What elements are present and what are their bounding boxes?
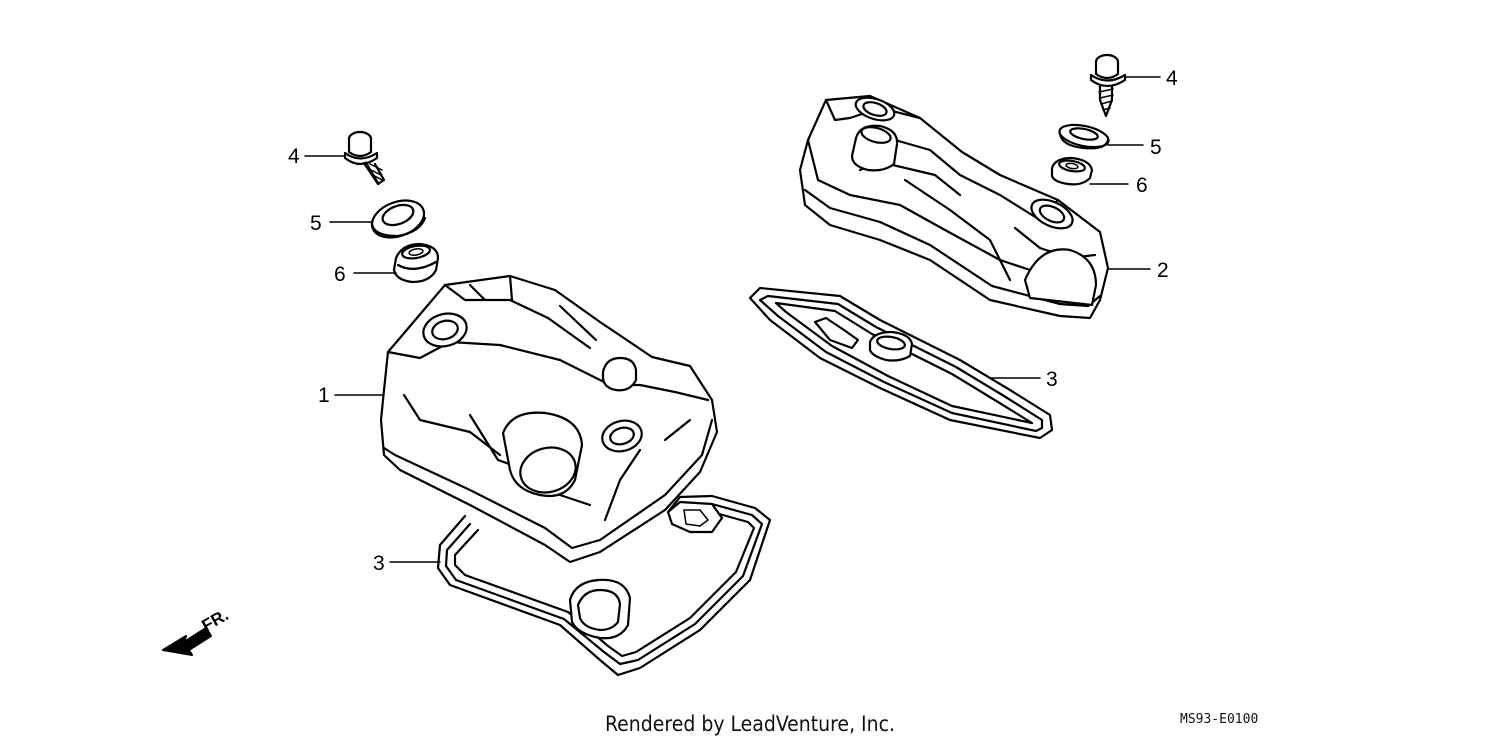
callout-bolt-right: 4 — [1166, 67, 1178, 90]
leader-lines — [304, 76, 1161, 563]
callout-washer-left: 5 — [310, 212, 322, 235]
bolt-right — [1089, 53, 1127, 118]
footer-credit: Rendered by LeadVenture, Inc. — [605, 712, 895, 736]
diagram-code: MS93-E0100 — [1180, 712, 1259, 727]
callout-grommet-right: 6 — [1136, 174, 1148, 197]
callout-gasket-left: 3 — [373, 552, 385, 575]
cylinder-head-cover-left — [379, 274, 719, 564]
callout-grommet-left: 6 — [334, 263, 346, 286]
washer-right — [1058, 123, 1110, 150]
bolt-left — [343, 130, 386, 186]
front-direction-arrow: FR. — [162, 605, 232, 656]
grommet-left — [392, 242, 440, 284]
washer-left — [370, 199, 427, 239]
arrow-icon — [162, 627, 212, 656]
gasket-right — [748, 286, 1054, 440]
callout-bolt-left: 4 — [288, 145, 300, 168]
cylinder-head-cover-right — [798, 94, 1110, 320]
callout-gasket-right: 3 — [1046, 368, 1058, 391]
callout-washer-right: 5 — [1150, 136, 1162, 159]
callout-cover-right: 2 — [1157, 259, 1169, 282]
gasket-left — [436, 494, 772, 677]
grommet-right — [1050, 156, 1094, 186]
callout-cover-left: 1 — [318, 384, 330, 407]
